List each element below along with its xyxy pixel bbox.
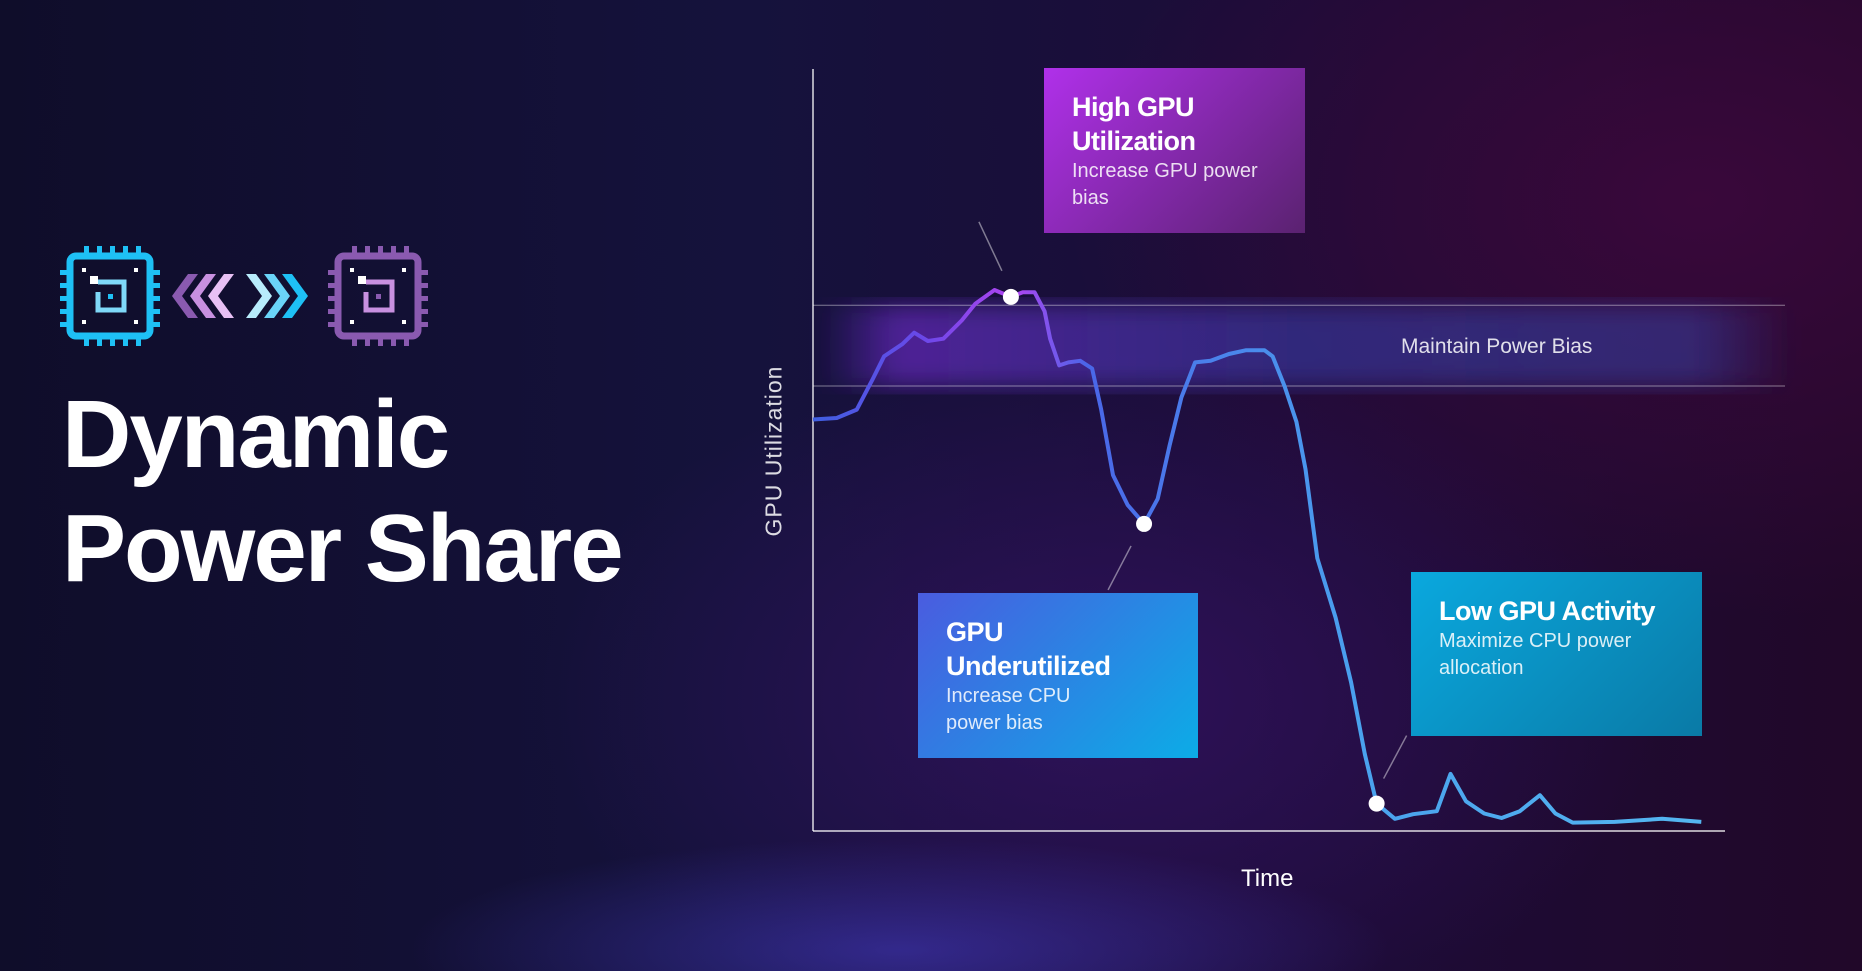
annotation-body: power bias	[946, 712, 1043, 734]
gpu-utilization-line	[812, 288, 1702, 825]
annotation-title: Underutilized	[946, 651, 1111, 681]
annotation-body: allocation	[1439, 657, 1524, 679]
page-title: Dynamic Power Share	[62, 378, 624, 606]
band-label: Maintain Power Bias	[1401, 335, 1593, 358]
chevron-left-icon	[208, 274, 234, 318]
title-line-2: Power Share	[62, 495, 624, 602]
chevron-right-icon	[246, 274, 272, 318]
annotation-low-gpu-activity: Low GPU Activity Maximize CPU power allo…	[1411, 572, 1702, 736]
bidirectional-chevron-arrows-icon	[172, 274, 308, 318]
annotation-title: GPU	[946, 617, 1004, 647]
chevron-left-icon	[172, 274, 198, 318]
annotation-leader-line	[978, 221, 1003, 272]
annotation-title: Low GPU Activity	[1439, 596, 1656, 626]
annotation-body: Maximize CPU power	[1439, 630, 1632, 652]
cpu-chip-icon	[60, 246, 160, 346]
chevron-left-icon	[190, 274, 216, 318]
x-axis-label: Time	[1241, 865, 1294, 892]
annotation-marker	[1002, 288, 1019, 305]
annotation-gpu-underutilized: GPU Underutilized Increase CPU power bia…	[918, 593, 1198, 758]
chevron-right-icon	[282, 274, 308, 318]
maintain-power-bias-band	[820, 305, 1790, 386]
title-line-1: Dynamic	[62, 381, 450, 488]
annotation-leader-line	[1382, 735, 1408, 779]
y-axis-label: GPU Utilization	[760, 365, 787, 537]
annotation-body: Increase GPU power	[1072, 160, 1258, 182]
chevron-right-icon	[264, 274, 290, 318]
annotation-body: bias	[1072, 187, 1109, 209]
annotation-leader-line	[1107, 545, 1132, 591]
gpu-chip-icon	[328, 246, 428, 346]
annotation-title: Utilization	[1072, 126, 1196, 156]
annotation-high-gpu-utilization: High GPU Utilization Increase GPU power …	[1044, 68, 1305, 233]
annotation-marker	[1136, 515, 1153, 532]
annotation-title: High GPU	[1072, 92, 1195, 122]
cpu-gpu-power-share-icons	[60, 246, 428, 346]
annotation-marker	[1368, 795, 1385, 812]
annotation-body: Increase CPU	[946, 685, 1071, 707]
